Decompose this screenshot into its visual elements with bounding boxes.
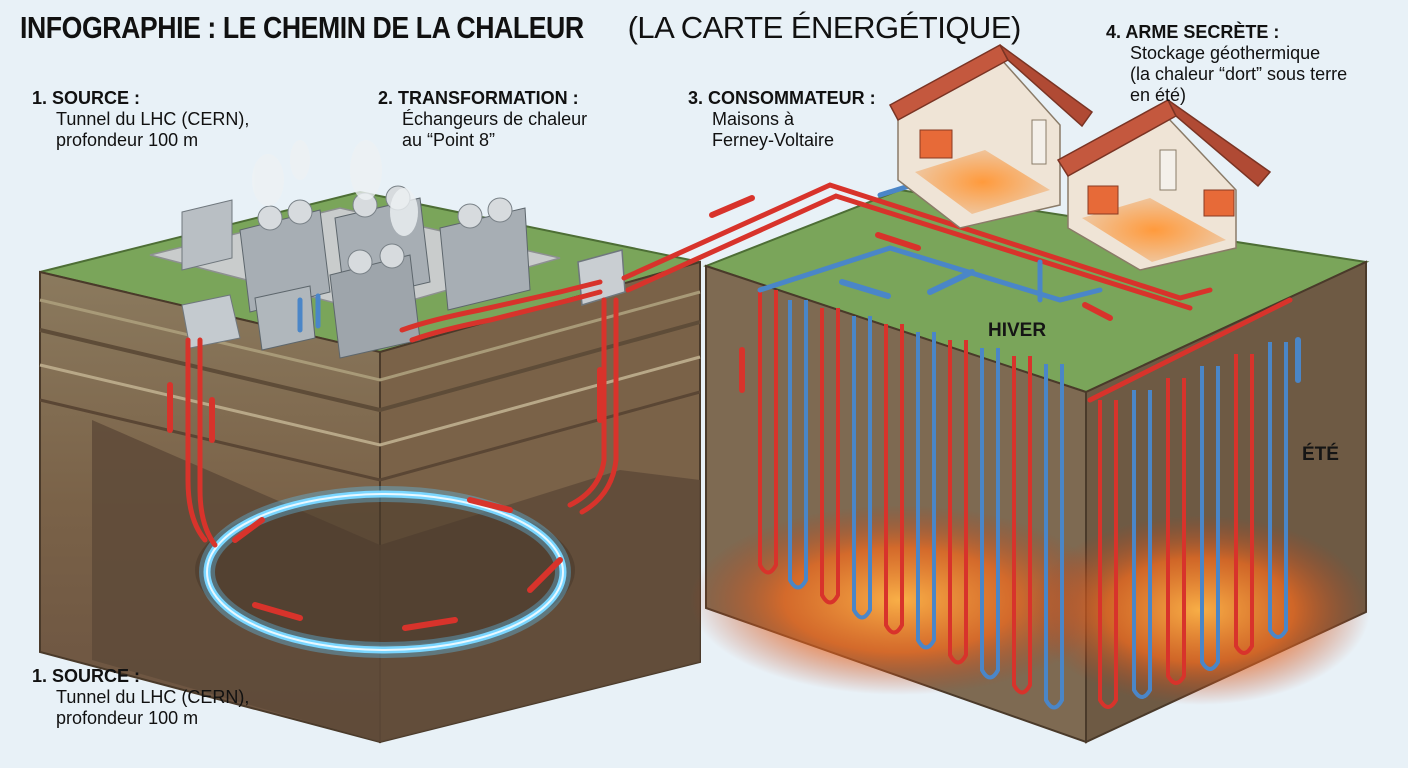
source-pipes	[185, 279, 619, 548]
left-ground-block	[39, 190, 701, 744]
label-heading: 1. SOURCE :	[32, 666, 141, 686]
label-line: Maisons à	[712, 109, 795, 129]
distribution-pipes	[621, 175, 1293, 403]
label-line: en été)	[1130, 85, 1187, 105]
tunnel-ring	[199, 486, 571, 658]
label-line: Tunnel du LHC (CERN),	[56, 687, 250, 707]
label-source-bottom: 1. SOURCE : Tunnel du LHC (CERN), profon…	[32, 666, 249, 729]
label-line: au “Point 8”	[402, 130, 496, 150]
label-transformation: 2. TRANSFORMATION : Échangeurs de chaleu…	[378, 88, 587, 151]
title-main: INFOGRAPHIE : LE CHEMIN DE LA CHALEUR	[20, 10, 584, 45]
label-heading: 2. TRANSFORMATION :	[378, 88, 579, 108]
label-line: (la chaleur “dort” sous terre	[1130, 64, 1348, 84]
label-arme-secrete: 4. ARME SECRÈTE : Stockage géothermique …	[1106, 22, 1347, 106]
title-sub: (LA CARTE ÉNERGÉTIQUE)	[627, 10, 1022, 45]
house-two	[1056, 98, 1272, 271]
page-title: INFOGRAPHIE : LE CHEMIN DE LA CHALEUR (L…	[20, 10, 1021, 46]
heat-exchangers	[181, 140, 626, 359]
label-heading: 4. ARME SECRÈTE :	[1106, 22, 1280, 42]
label-line: profondeur 100 m	[56, 130, 199, 150]
flow-arrows	[167, 195, 1301, 631]
label-source-top: 1. SOURCE : Tunnel du LHC (CERN), profon…	[32, 88, 249, 151]
label-heading: 1. SOURCE :	[32, 88, 141, 108]
label-line: Tunnel du LHC (CERN),	[56, 109, 250, 129]
label-heading: 3. CONSOMMATEUR :	[688, 88, 876, 108]
tag-ete: ÉTÉ	[1302, 444, 1339, 465]
label-line: Stockage géothermique	[1130, 43, 1321, 63]
label-consommateur: 3. CONSOMMATEUR : Maisons à Ferney-Volta…	[688, 88, 876, 151]
label-line: Ferney-Voltaire	[712, 130, 835, 150]
tag-hiver: HIVER	[988, 320, 1047, 341]
label-line: Échangeurs de chaleur	[402, 109, 588, 129]
label-line: profondeur 100 m	[56, 708, 199, 728]
borehole-loops	[758, 290, 1288, 710]
house-one	[888, 43, 1094, 229]
